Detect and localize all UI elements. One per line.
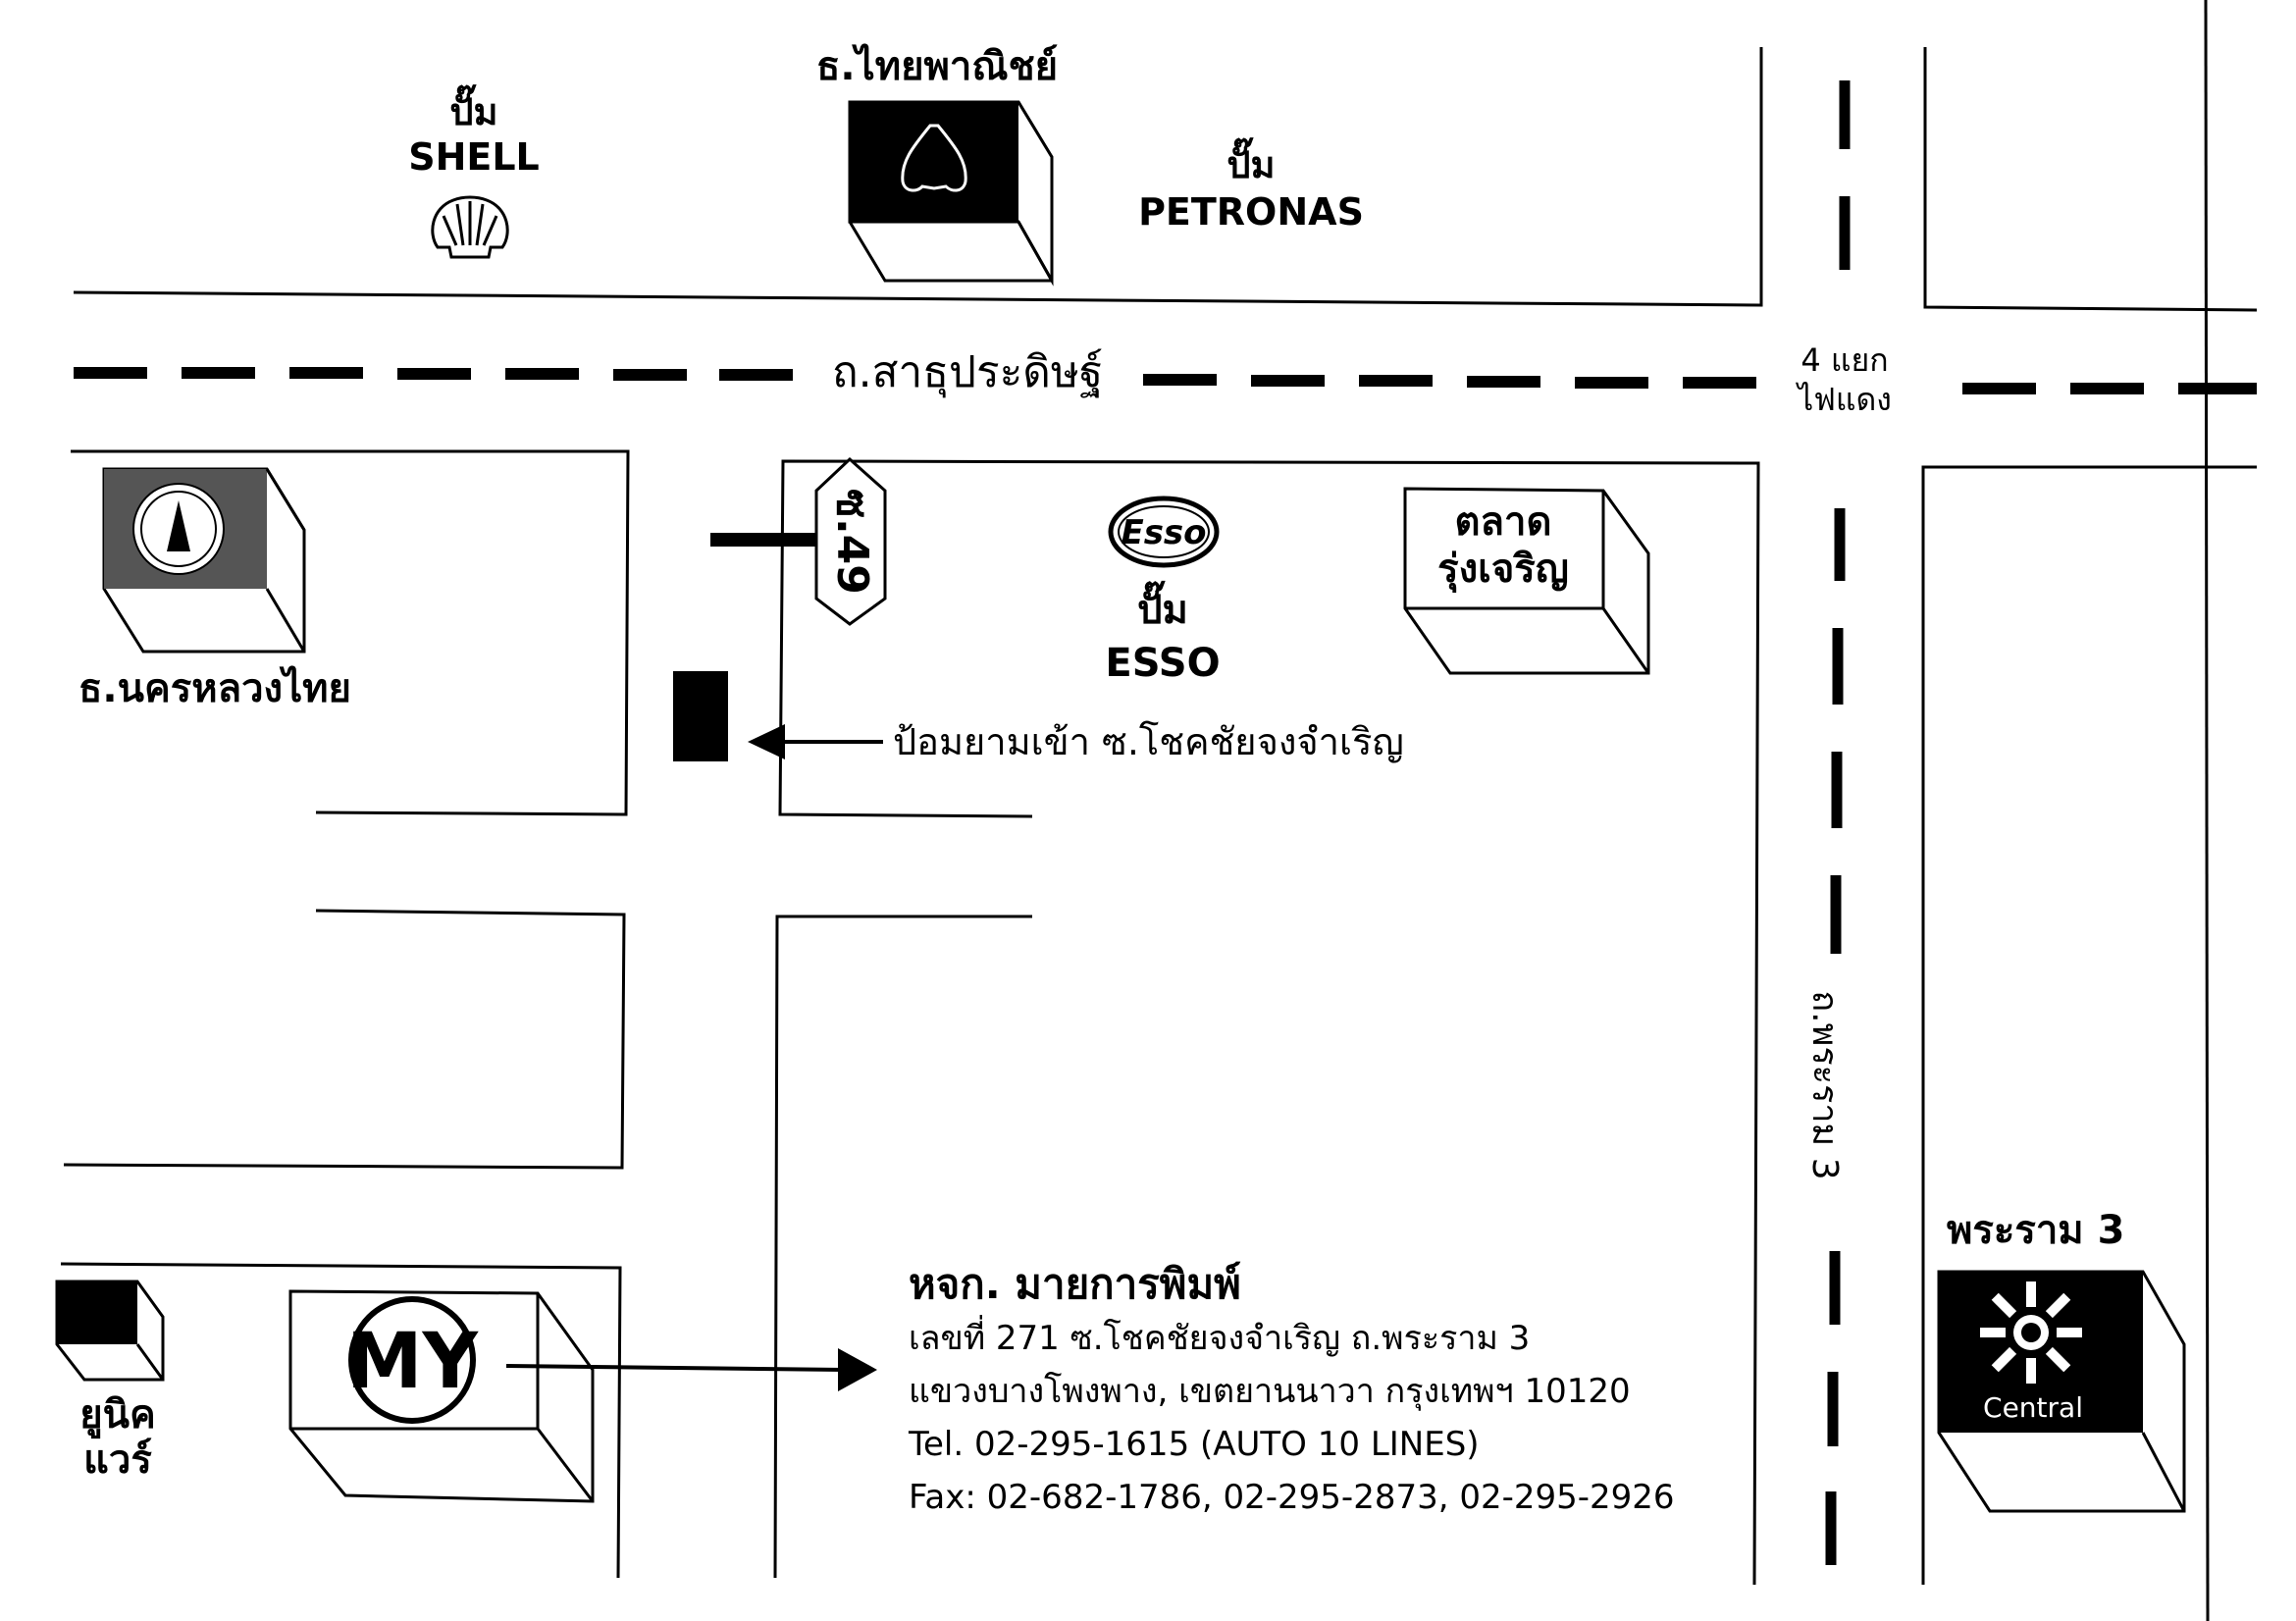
rama3-mall-label: พระราม 3 [1947, 1208, 2125, 1253]
company-arrow-head [838, 1348, 877, 1391]
shell-label-line1: ปั๊ม [449, 90, 498, 133]
guard-post-label: ป้อมยามเข้า ซ.โชคชัยจงจำเริญ [893, 720, 1404, 763]
siamcity-bank-label: ธ.นครหลวงไทย [78, 666, 351, 711]
esso-logo-icon [1108, 496, 1220, 568]
sathupradit-road-dashes [74, 367, 2257, 394]
my-building [288, 1289, 595, 1503]
company-arrow-line [505, 1364, 845, 1372]
esso-logo-text: Esso [1121, 513, 1206, 552]
company-address2: แขวงบางโพงพาง, เขตยานนาวา กรุงเทพฯ 10120 [909, 1372, 1631, 1411]
my-logo-text: MY [346, 1318, 480, 1406]
esso-label-line1: ปั๊ม [1137, 588, 1188, 633]
company-name: หจก. มายการพิมพ์ [909, 1260, 1241, 1308]
sathupradit-road-label: ถ.สาธุประดิษฐ์ [832, 347, 1104, 397]
company-address1: เลขที่ 271 ซ.โชคชัยจงจำเริญ ถ.พระราม 3 [909, 1319, 1531, 1358]
company-fax: Fax: 02-682-1786, 02-295-2873, 02-295-29… [909, 1478, 1675, 1517]
petronas-label-line2: PETRONAS [1138, 190, 1364, 234]
scb-label: ธ.ไทยพาณิชย์ [816, 44, 1059, 89]
rama3-road-dashes [1825, 80, 1851, 1565]
rama3-road-label: ถ.พระราม 3 [1804, 990, 1845, 1179]
siamcity-bank-building [102, 467, 306, 654]
scb-logo-icon [901, 124, 967, 192]
soi49-label: ซ.49 [827, 489, 877, 595]
my-logo-icon [348, 1296, 476, 1424]
market-label-line2: รุ่งเจริญ [1437, 547, 1569, 592]
central-logo-icon [1980, 1281, 2082, 1384]
soi49-sign [814, 456, 887, 626]
unique-label-line1: ยูนิค [79, 1392, 156, 1438]
block-outlines [60, 0, 2258, 1621]
market-label-line1: ตลาด [1454, 499, 1552, 545]
intersection-label-line2: ไฟแดง [1798, 381, 1892, 418]
guard-post-box [673, 671, 728, 761]
scb-building [848, 100, 1054, 287]
central-building [1937, 1270, 2186, 1513]
shell-label-line2: SHELL [408, 135, 540, 179]
unique-building [55, 1280, 165, 1382]
company-tel: Tel. 02-295-1615 (AUTO 10 LINES) [909, 1425, 1480, 1464]
unique-label-line2: แวร์ [83, 1438, 152, 1483]
central-logo-text: Central [1983, 1391, 2083, 1424]
shell-logo-icon [431, 195, 509, 259]
intersection-label-line1: 4 แยก [1800, 341, 1889, 379]
esso-label-line2: ESSO [1105, 641, 1221, 686]
market-building [1403, 487, 1650, 675]
petronas-label-line1: ปั๊ม [1226, 143, 1276, 186]
guard-post-arrow-head [748, 724, 785, 759]
